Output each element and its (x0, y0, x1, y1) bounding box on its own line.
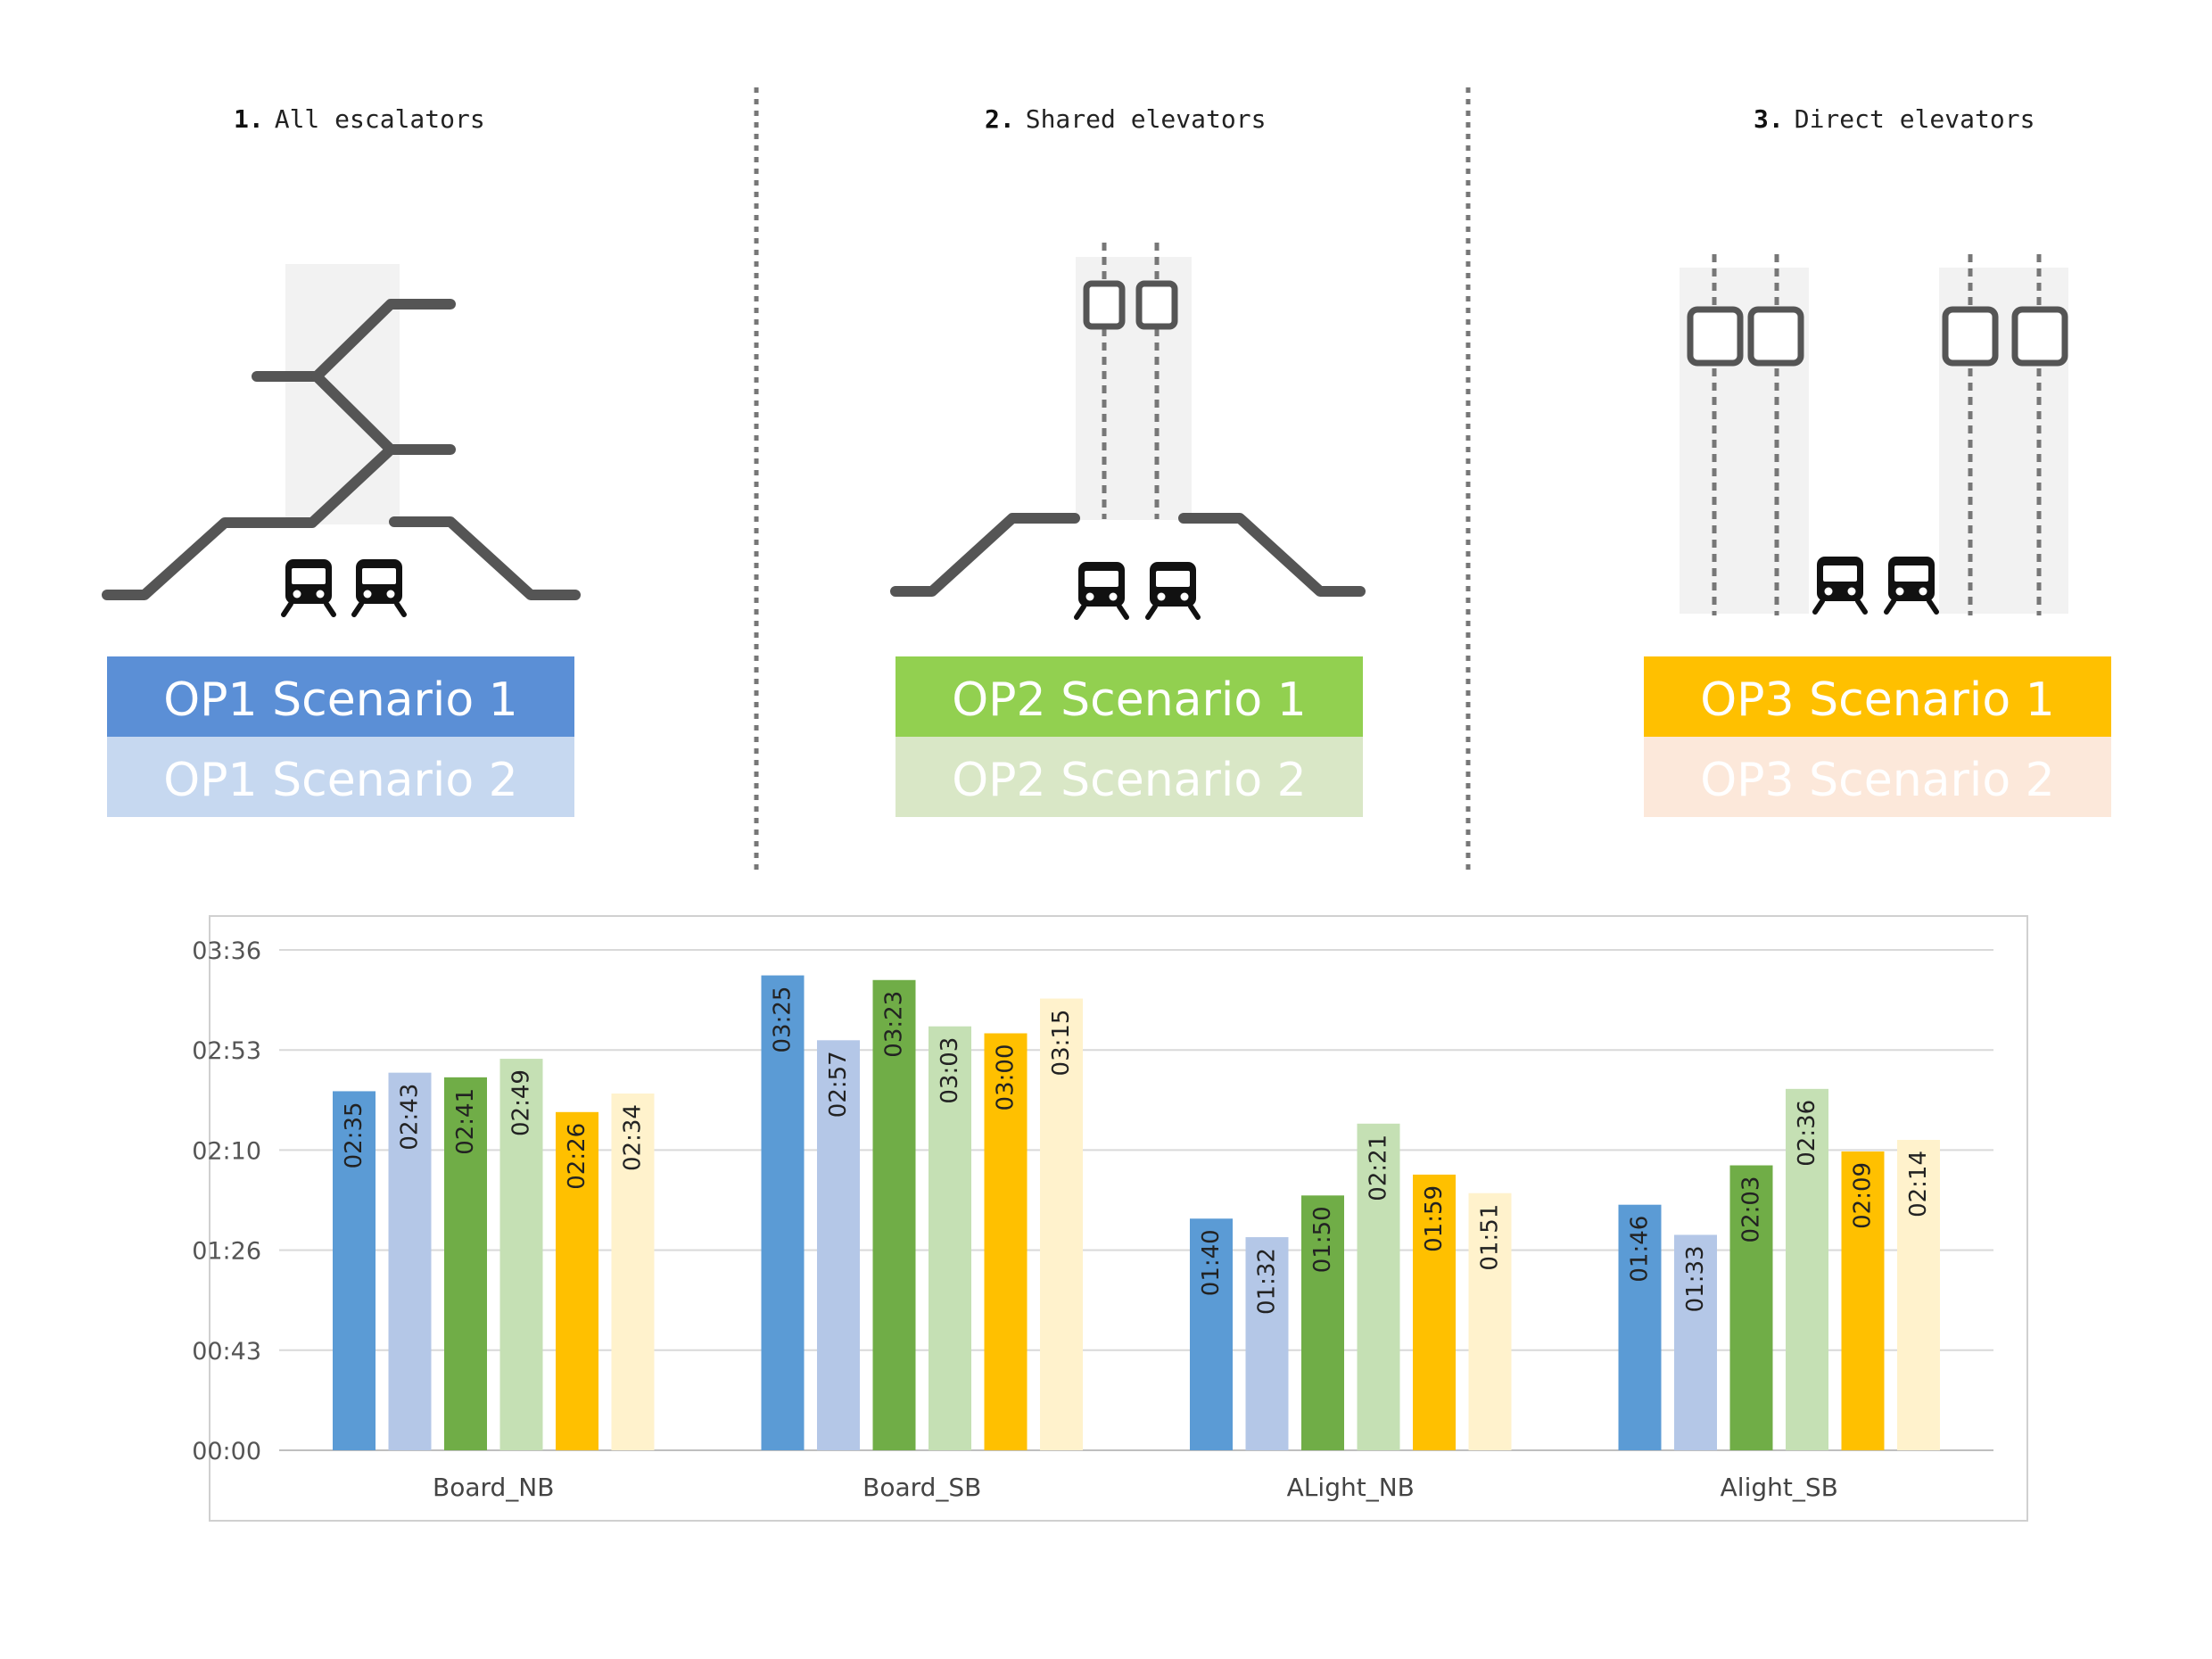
shared-elevator-diagram (890, 243, 1366, 617)
bar (556, 1111, 598, 1450)
bar (929, 1026, 971, 1450)
x-category-label: ALight_NB (1287, 1473, 1415, 1502)
data-label: 03:25 (770, 986, 796, 1053)
legend-label-op3-s1: OP3 Scenario 1 (1700, 673, 2055, 727)
y-tick-label: 01:26 (192, 1238, 261, 1266)
legend-swatch-op1-s1 (107, 656, 574, 737)
legend-label-op2-s1: OP2 Scenario 1 (952, 673, 1307, 727)
x-category-label: Alight_SB (1721, 1473, 1838, 1502)
panel-3-title: 3.Direct elevators (1754, 104, 2035, 134)
bar (1786, 1088, 1828, 1450)
panel-1-title: 1.All escalators (234, 104, 485, 134)
bar (333, 1091, 376, 1450)
data-label: 02:21 (1366, 1135, 1392, 1201)
bar (1357, 1123, 1400, 1450)
bar (1413, 1174, 1456, 1450)
data-label: 01:32 (1254, 1248, 1281, 1315)
bar-chart: 00:00 00:43 01:26 02:10 02:53 03:36 02:35 02:43… (192, 937, 1993, 1502)
train-icon (1077, 562, 1127, 617)
y-tick-label: 03:36 (192, 937, 261, 965)
bar (444, 1077, 487, 1450)
legend-swatch-op2-s1 (896, 656, 1363, 737)
elevator-icon (2011, 306, 2068, 367)
data-label: 02:14 (1905, 1151, 1932, 1217)
data-label: 02:03 (1738, 1176, 1765, 1243)
legend-swatch-op3-s1 (1644, 656, 2111, 737)
data-label: 02:57 (825, 1051, 852, 1118)
y-tick-label: 02:10 (192, 1137, 261, 1165)
data-label: 03:03 (937, 1037, 963, 1104)
legend-swatch-op1-s2 (107, 737, 574, 817)
legend-swatch-op3-s2 (1644, 737, 2111, 817)
data-label: 02:41 (452, 1088, 479, 1155)
bar (761, 975, 805, 1450)
bar (1040, 998, 1083, 1450)
escalator-diagram (102, 264, 581, 615)
bar (1897, 1139, 1940, 1450)
bar (872, 979, 916, 1450)
elevator-icon (1747, 306, 1804, 367)
bar (1301, 1195, 1344, 1450)
data-label: 02:35 (341, 1102, 367, 1168)
elevator-icon (1687, 306, 1744, 367)
data-label: 02:09 (1850, 1162, 1877, 1229)
data-label: 01:40 (1198, 1229, 1225, 1296)
bar (499, 1059, 543, 1450)
bar (1468, 1193, 1512, 1450)
elevator-icon (1135, 280, 1178, 330)
y-tick-label: 02:53 (192, 1037, 261, 1065)
data-label: 02:34 (620, 1104, 647, 1171)
train-icon (1886, 557, 1936, 612)
train-icon (1148, 562, 1198, 617)
x-category-label: Board_SB (863, 1473, 981, 1502)
data-label: 03:15 (1048, 1010, 1075, 1077)
bar (1674, 1234, 1717, 1450)
data-label: 02:43 (397, 1084, 424, 1151)
data-label: 01:46 (1627, 1216, 1654, 1283)
data-label: 02:26 (564, 1123, 590, 1190)
legend-label-op1-s2: OP1 Scenario 2 (163, 754, 518, 807)
bar (984, 1033, 1028, 1450)
legend-label-op3-s2: OP3 Scenario 2 (1700, 754, 2055, 807)
panel-2-title: 2.Shared elevators (985, 104, 1266, 134)
bar (1729, 1165, 1773, 1450)
train-icon (354, 559, 404, 615)
bar (1190, 1218, 1233, 1450)
data-label: 03:00 (993, 1044, 1019, 1111)
y-tick-label: 00:43 (192, 1338, 261, 1366)
legend-swatch-op2-s2 (896, 737, 1363, 817)
x-category-label: Board_NB (433, 1473, 554, 1502)
bar (1618, 1204, 1662, 1450)
legend-label-op2-s2: OP2 Scenario 2 (952, 754, 1307, 807)
bar (388, 1072, 432, 1450)
data-label: 02:49 (508, 1069, 535, 1136)
direct-elevator-diagram (1680, 254, 2068, 615)
train-icon (1815, 557, 1865, 612)
bar (1245, 1237, 1289, 1450)
y-tick-label: 00:00 (192, 1438, 261, 1465)
data-label: 01:51 (1477, 1204, 1504, 1271)
data-label: 01:50 (1309, 1206, 1336, 1273)
bar (1841, 1151, 1885, 1450)
data-label: 01:33 (1682, 1245, 1709, 1312)
legend-label-op1-s1: OP1 Scenario 1 (163, 673, 518, 727)
bar (817, 1040, 860, 1450)
data-label: 01:59 (1421, 1185, 1448, 1252)
elevator-icon (1083, 280, 1126, 330)
elevator-icon (1942, 306, 1999, 367)
train-icon (284, 559, 334, 615)
data-label: 02:36 (1794, 1100, 1820, 1167)
bar (611, 1094, 655, 1450)
data-label: 03:23 (881, 991, 908, 1058)
legend: OP1 Scenario 1 OP1 Scenario 2 OP2 Scenar… (107, 656, 2111, 817)
